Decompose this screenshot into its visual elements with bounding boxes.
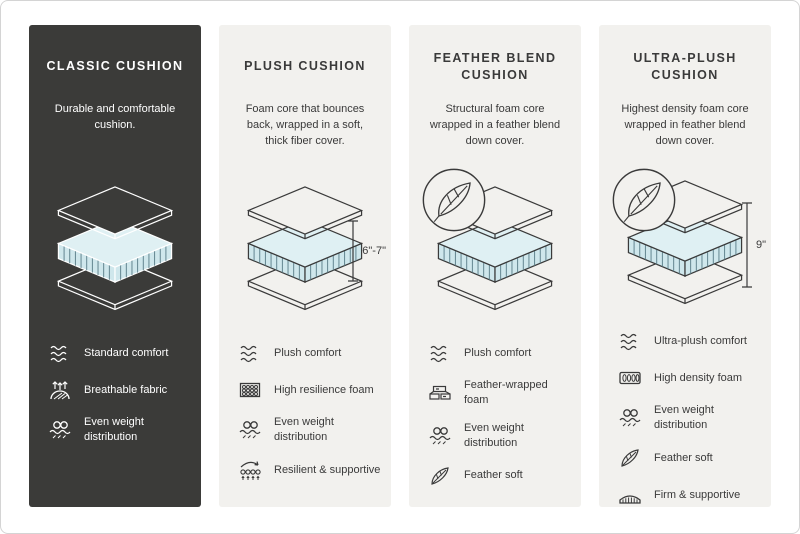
feature-list: Plush comfort High resilience foam Even … [219,335,391,482]
panel-title: CLASSIC CUSHION [46,59,184,74]
dimension-bracket-icon [741,202,752,288]
dimension-indicator: 6"-7" [347,220,386,282]
feature-row: Resilient & supportive [237,458,381,482]
panel-feather-blend-cushion: FEATHER BLEND CUSHION Structural foam co… [409,25,581,507]
feature-label: Firm & supportive [654,488,741,501]
feature-label: Resilient & supportive [274,463,381,476]
feature-row: Even weight distribution [237,415,381,445]
feature-row: Plush comfort [427,341,571,365]
cushion-illustration: 9" [599,167,771,323]
feather-icon [427,464,453,488]
feature-label: Even weight distribution [84,416,144,444]
feature-list: Ultra-plush comfort High density foam Ev… [599,323,771,507]
feature-row: Even weight distribution [47,415,191,445]
feature-label: Ultra-plush comfort [654,334,747,347]
feature-label: Plush comfort [464,346,532,359]
feature-label: Plush comfort [274,346,342,359]
density-foam-icon [617,366,643,390]
panel-plush-cushion: PLUSH CUSHION Foam core that bounces bac… [219,25,391,507]
feature-label: Even weight distribution [654,404,714,432]
cushion-illustration: 6"-7" [219,167,391,335]
panel-ultra-plush-cushion: ULTRA-PLUSH CUSHION Highest density foam… [599,25,771,507]
feature-label: Feather-wrapped foam [464,379,548,407]
feature-row: High resilience foam [237,378,381,402]
feather-wrapped-foam-icon [427,381,453,405]
feature-row: Feather soft [427,464,571,488]
feature-row: Breathable fabric [47,378,191,402]
panel-description: Foam core that bounces back, wrapped in … [245,103,365,148]
feature-row: Even weight distribution [617,403,761,433]
panel-classic-cushion: CLASSIC CUSHION Durable and comfortable … [29,25,201,507]
feature-row: Firm & supportive [617,483,761,507]
resilience-foam-icon [237,378,263,402]
feature-row: High density foam [617,366,761,390]
feather-badge-icon [421,167,487,233]
feature-row: Even weight distribution [427,421,571,451]
feature-list: Plush comfort Feather-wrapped foam Even … [409,335,581,487]
feature-row: Feather-wrapped foam [427,378,571,408]
dimension-bracket-icon [348,220,359,282]
wave-icon [237,341,263,365]
feature-row: Plush comfort [237,341,381,365]
panel-title: FEATHER BLEND CUSHION [433,50,557,83]
wave-icon [47,341,73,365]
panel-title: ULTRA-PLUSH CUSHION [633,50,737,83]
cushion-layers-icon [49,185,181,317]
feature-label: Standard comfort [84,346,169,359]
dimension-label: 9" [755,239,766,252]
feature-label: High resilience foam [274,383,374,396]
feature-row: Ultra-plush comfort [617,329,761,353]
panel-title: PLUSH CUSHION [244,59,366,74]
weight-distribution-icon [427,424,453,448]
firm-support-icon [617,483,643,507]
weight-distribution-icon [237,418,263,442]
feature-row: Standard comfort [47,341,191,365]
feature-list: Standard comfort Breathable fabric Even … [29,335,201,445]
feature-row: Feather soft [617,446,761,470]
feather-icon [617,446,643,470]
feature-label: Even weight distribution [464,422,524,449]
wave-icon [617,329,643,353]
cushion-illustration [409,167,581,335]
dimension-label: 6"-7" [362,245,386,258]
feather-badge-icon [611,167,677,233]
weight-distribution-icon [47,418,73,442]
feature-label: Feather soft [654,451,713,464]
breathable-fabric-icon [47,378,73,402]
feature-label: High density foam [654,371,743,384]
spring-support-icon [237,458,263,482]
cushion-illustration [29,167,201,335]
wave-icon [427,341,453,365]
weight-distribution-icon [617,406,643,430]
panel-description: Highest density foam core wrapped in fea… [621,103,749,148]
feature-label: Even weight distribution [274,416,334,444]
panel-description: Structural foam core wrapped in a feathe… [429,103,561,148]
dimension-indicator: 9" [741,202,766,288]
panel-description: Durable and comfortable cushion. [54,103,176,132]
feature-label: Feather soft [464,469,523,482]
feature-label: Breathable fabric [84,383,168,396]
